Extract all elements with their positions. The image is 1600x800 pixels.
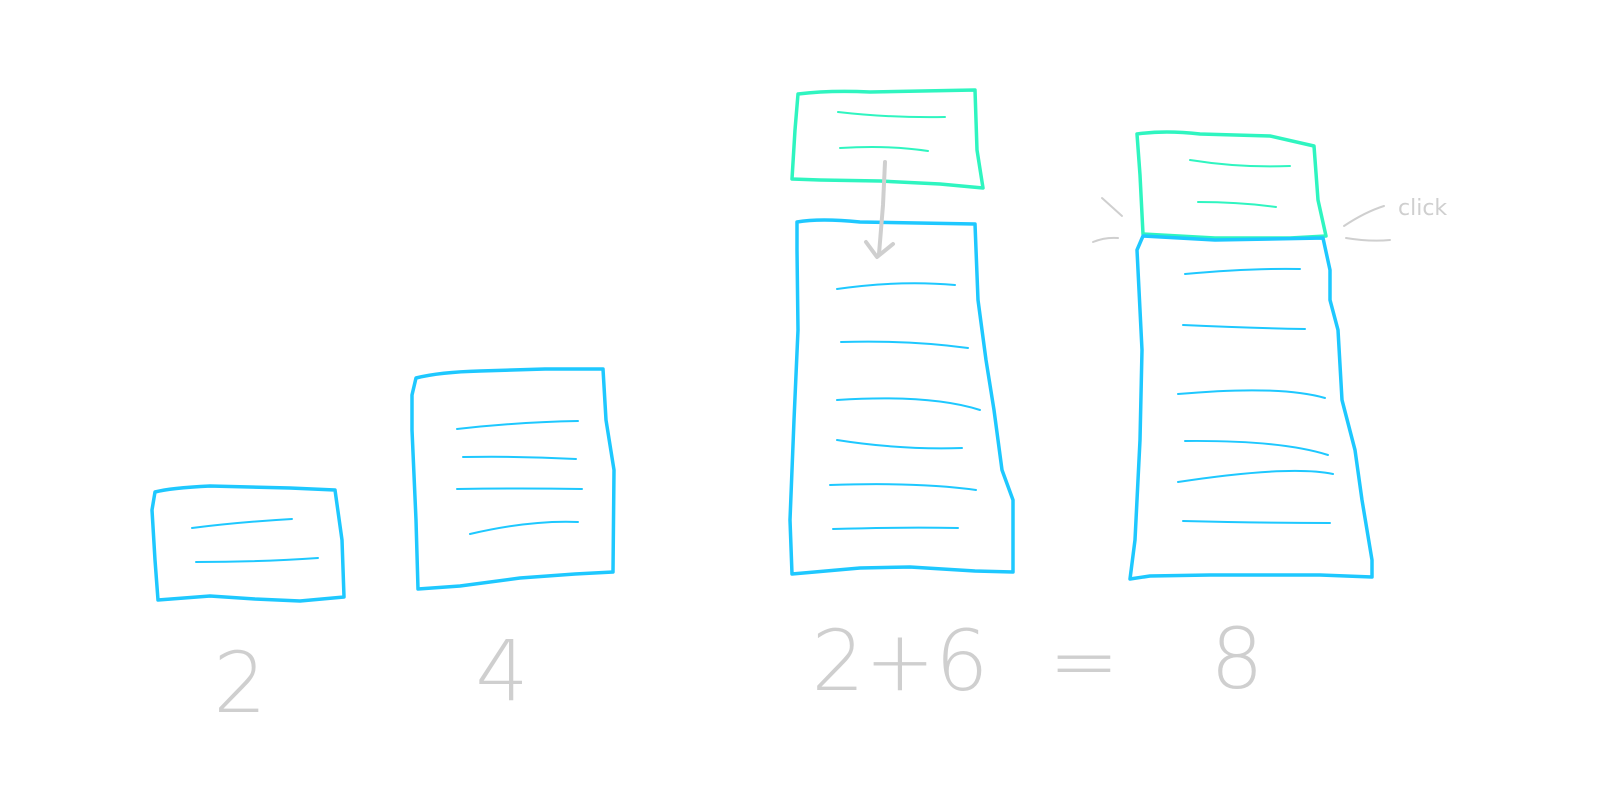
- down-arrow-icon: [864, 160, 895, 259]
- label-stack-2: 2: [213, 634, 266, 732]
- label-stack-4: 4: [475, 622, 528, 720]
- label-result: 8: [1210, 610, 1263, 708]
- stack-4: [410, 367, 616, 591]
- equals-sign: =: [1049, 612, 1119, 710]
- stack-8: [1128, 130, 1374, 581]
- click-annotation: click: [1398, 196, 1447, 221]
- click-spark-icon: [1092, 197, 1391, 243]
- stack-2: [150, 484, 346, 603]
- stack-6-base: [788, 218, 1015, 576]
- label-sum: 2+6: [811, 612, 988, 710]
- new-block-2: [790, 88, 985, 190]
